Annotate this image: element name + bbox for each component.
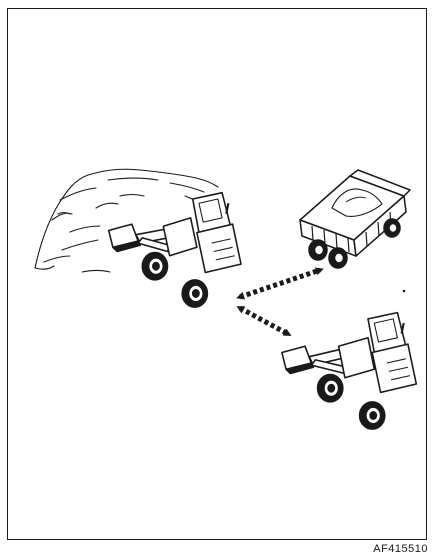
wheel-loader-icon	[282, 313, 416, 430]
speck-mark	[403, 290, 406, 293]
double-headed-arrow-icon	[240, 308, 288, 334]
double-headed-arrow-icon	[240, 270, 320, 297]
wheel-loader-icon	[109, 193, 241, 307]
dump-truck-icon	[300, 170, 410, 268]
figure-code: AF415510	[373, 542, 428, 556]
